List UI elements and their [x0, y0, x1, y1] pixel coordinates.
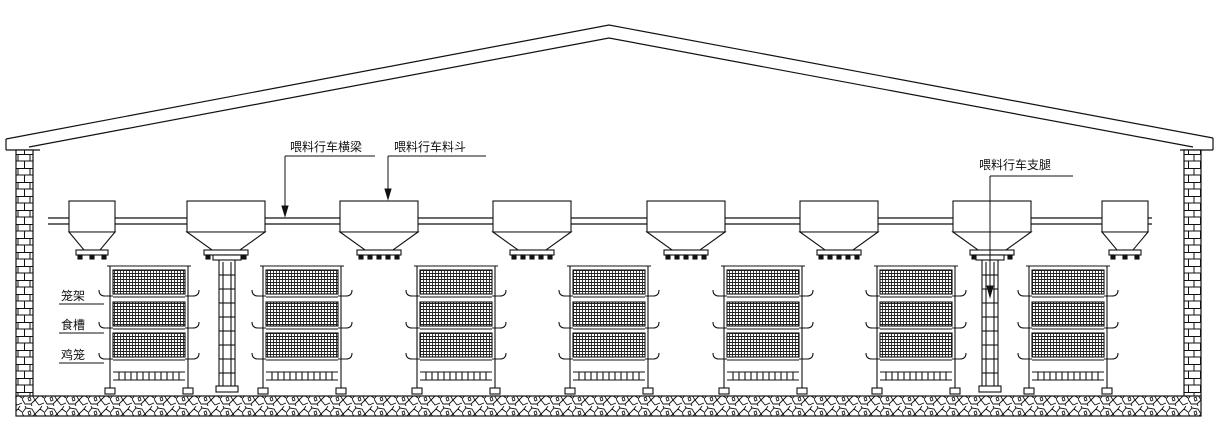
- cage-mesh: [572, 269, 646, 295]
- support-leg: [212, 254, 242, 393]
- cage-stack: [1017, 265, 1119, 395]
- cage-frame-label: 笼架: [61, 288, 85, 303]
- cage-mesh: [112, 301, 186, 327]
- hopper-group: [67, 200, 1150, 260]
- cage-mesh: [419, 301, 493, 327]
- cage-mesh: [572, 332, 646, 358]
- feed-trough-label: 食槽: [61, 317, 85, 332]
- chicken-cage-label: 鸡笼: [61, 347, 85, 362]
- cage-stack: [712, 265, 814, 395]
- cage-mesh: [726, 332, 800, 358]
- cage-stack: [865, 265, 967, 395]
- cage-group: [98, 265, 1119, 395]
- cage-stack: [558, 265, 660, 395]
- cage-stack: [98, 265, 200, 395]
- cage-mesh: [265, 332, 339, 358]
- cage-mesh: [112, 332, 186, 358]
- hopper: [645, 200, 727, 260]
- cage-stack: [251, 265, 353, 395]
- cage-mesh: [419, 269, 493, 295]
- cage-mesh: [879, 301, 953, 327]
- hopper: [951, 200, 1033, 260]
- beam-label: 喂料行车横梁: [290, 139, 362, 154]
- cage-mesh: [1031, 332, 1105, 358]
- hopper: [798, 200, 880, 260]
- hopper: [491, 200, 573, 260]
- cage-mesh: [1031, 301, 1105, 327]
- hopper: [1100, 200, 1150, 260]
- cage-mesh: [265, 301, 339, 327]
- cage-stack: [405, 265, 507, 395]
- cage-mesh: [572, 301, 646, 327]
- cage-mesh: [265, 269, 339, 295]
- hopper-label: 喂料行车料斗: [394, 139, 466, 154]
- left-wall: [15, 149, 34, 399]
- support-leg-group: [212, 254, 1005, 393]
- roof: [5, 24, 1214, 151]
- cage-mesh: [879, 269, 953, 295]
- cage-mesh: [1031, 269, 1105, 295]
- cage-mesh: [726, 269, 800, 295]
- cage-mesh: [112, 269, 186, 295]
- hopper: [185, 200, 267, 260]
- floor-foundation: [15, 395, 1202, 417]
- leader-lines: [59, 155, 1073, 364]
- cage-mesh: [879, 332, 953, 358]
- cage-mesh: [419, 332, 493, 358]
- right-wall: [1183, 149, 1202, 399]
- hopper: [67, 200, 117, 260]
- hopper: [338, 200, 420, 260]
- cage-mesh: [726, 301, 800, 327]
- support-leg-label: 喂料行车支腿: [979, 157, 1051, 172]
